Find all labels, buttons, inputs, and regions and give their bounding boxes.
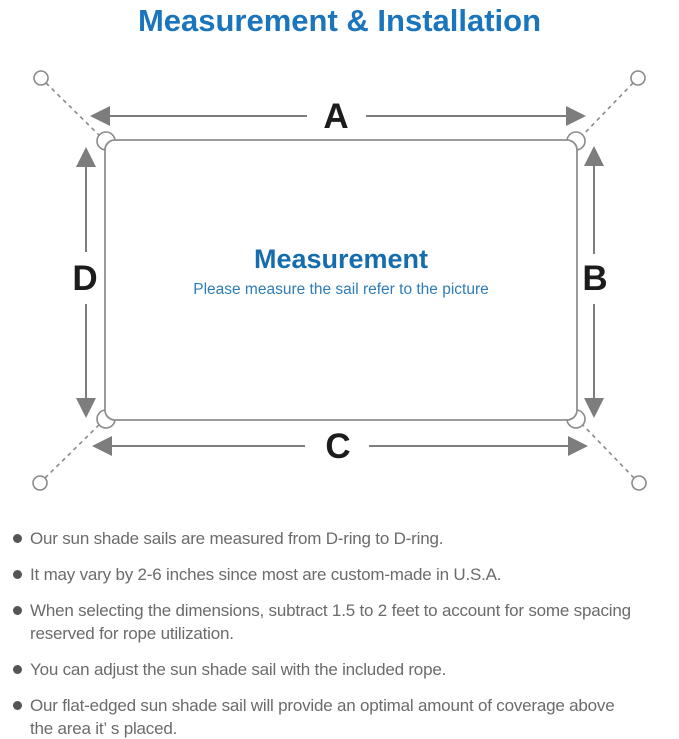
list-item: Our sun shade sails are measured from D-…: [13, 527, 675, 550]
list-item: When selecting the dimensions, subtract …: [13, 599, 675, 645]
bullet-icon: [13, 606, 22, 615]
anchor-point-icon-top-left: [33, 70, 49, 86]
list-item: You can adjust the sun shade sail with t…: [13, 658, 675, 681]
page-title: Measurement & Installation: [137, 3, 542, 38]
diagram-center-heading: Measurement: [254, 244, 428, 274]
label-side-b: B: [582, 259, 607, 298]
diagram-center-subtitle: Please measure the sail refer to the pic…: [193, 281, 489, 298]
list-item: It may vary by 2-6 inches since most are…: [13, 563, 675, 586]
anchor-point-icon-bottom-left: [32, 475, 48, 491]
label-side-d: D: [72, 259, 97, 298]
note-text: Our flat-edged sun shade sail will provi…: [30, 696, 615, 715]
rope-line-bottom-right: [579, 421, 635, 479]
bullet-icon: [13, 701, 22, 710]
rope-line-bottom-left: [44, 421, 103, 479]
bullet-icon: [13, 570, 22, 579]
note-text: reserved for rope utilization.: [30, 624, 234, 643]
anchor-point-icon-bottom-right: [631, 475, 647, 491]
bullet-icon: [13, 534, 22, 543]
note-text: It may vary by 2-6 inches since most are…: [30, 565, 502, 584]
diagram-canvas: A B C D Measurement Please measure the s…: [32, 70, 647, 491]
note-text: When selecting the dimensions, subtract …: [30, 601, 631, 620]
list-item: Our flat-edged sun shade sail will provi…: [13, 694, 675, 739]
rope-line-top-right: [579, 82, 634, 139]
rope-line-top-left: [45, 82, 103, 139]
sail-measurement-diagram: A B C D Measurement Please measure the s…: [0, 60, 679, 520]
sail-outline: [104, 139, 578, 421]
note-text: You can adjust the sun shade sail with t…: [30, 660, 447, 679]
notes-list: Our sun shade sails are measured from D-…: [0, 520, 679, 739]
label-side-a: A: [323, 97, 348, 136]
note-text: Our sun shade sails are measured from D-…: [30, 529, 444, 548]
bullet-icon: [13, 665, 22, 674]
note-text: the area it’ s placed.: [30, 719, 178, 738]
anchor-point-icon-top-right: [630, 70, 646, 86]
label-side-c: C: [325, 427, 350, 466]
